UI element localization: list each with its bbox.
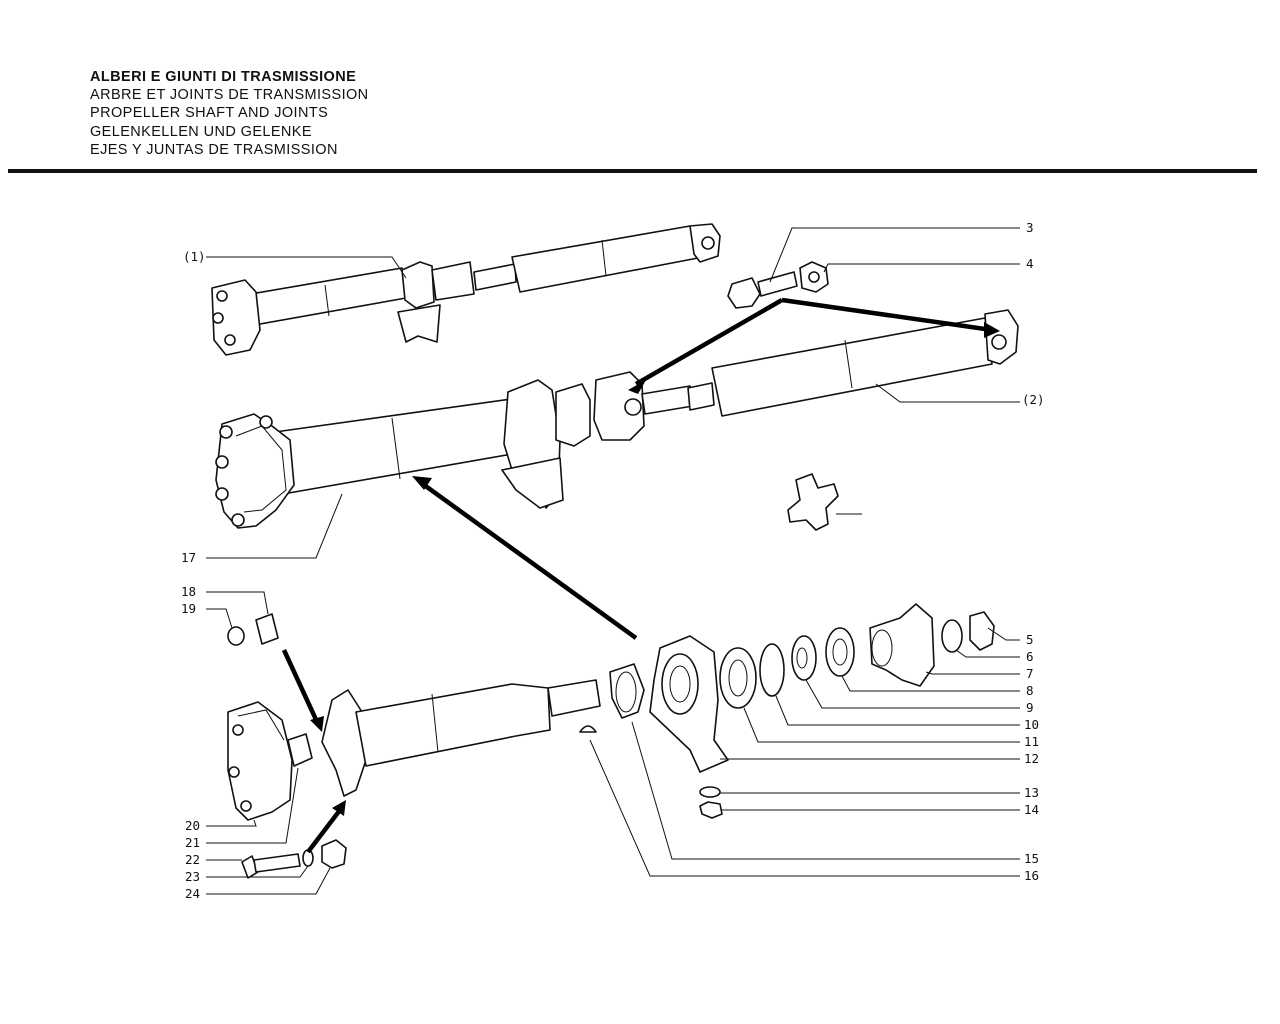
- callout-3: 3: [1026, 220, 1034, 235]
- callout-15: 15: [1024, 851, 1039, 866]
- propeller-shaft-lower: [321, 679, 601, 797]
- callout-19: 19: [181, 601, 196, 616]
- flange-7: [869, 603, 935, 687]
- centre-bearing-support-12: [649, 635, 729, 773]
- propeller-shaft-assembly-top: [211, 223, 721, 356]
- title-italian: ALBERI E GIUNTI DI TRASMISSIONE: [90, 69, 357, 85]
- callout-13: 13: [1024, 785, 1039, 800]
- bolt-22: [241, 853, 301, 879]
- title-english: PROPELLER SHAFT AND JOINTS: [90, 105, 329, 122]
- universal-joint-spider: [787, 473, 839, 531]
- propeller-shaft-2: [593, 309, 1019, 441]
- washer-13: [699, 786, 721, 798]
- callout-12: 12: [1024, 751, 1039, 766]
- callout-18: 18: [181, 584, 196, 599]
- callout-16: 16: [1024, 868, 1039, 883]
- bolt-3: [727, 271, 798, 309]
- title-spanish: EJES Y JUNTAS DE TRASMISSION: [90, 141, 338, 158]
- callout-14: 14: [1024, 802, 1039, 817]
- callout-9: 9: [1026, 700, 1034, 715]
- callout-22: 22: [185, 852, 200, 867]
- callout-21: 21: [185, 835, 200, 850]
- title-french: ARBRE ET JOINTS DE TRANSMISSION: [90, 87, 369, 104]
- seal-9: [791, 635, 817, 681]
- callout-11: 11: [1024, 734, 1039, 749]
- title-block: ALBERI E GIUNTI DI TRASMISSIONE ARBRE ET…: [90, 68, 369, 159]
- ball-bearing-11: [719, 647, 757, 709]
- washer-6: [941, 619, 963, 653]
- callout-8: 8: [1026, 683, 1034, 698]
- flexible-coupling-20: [227, 701, 293, 821]
- nut-24: [321, 839, 347, 869]
- title-german: GELENKELLEN UND GELENKE: [90, 123, 312, 140]
- callout-24: 24: [185, 886, 200, 901]
- callout-17: 17: [181, 550, 196, 565]
- callout-23: 23: [185, 869, 200, 884]
- callout-20: 20: [185, 818, 200, 833]
- callout-7: 7: [1026, 666, 1034, 681]
- callout-1: (1): [183, 249, 206, 264]
- bush-18: [255, 613, 279, 645]
- callout-6: 6: [1026, 649, 1034, 664]
- callout-2: (2): [1022, 392, 1045, 407]
- washer-23: [302, 849, 314, 867]
- header-rule: [8, 169, 1257, 173]
- dust-shield-15: [609, 663, 645, 719]
- callout-10: 10: [1024, 717, 1039, 732]
- nut-5: [969, 611, 995, 651]
- woodruff-key-16: [579, 725, 597, 733]
- sleeve-8: [825, 627, 855, 677]
- assembly-arrows: [281, 297, 1000, 854]
- callout-labels: (1) (2) 3 4 5 6 7 8 9 10 11 12 13 14 15 …: [181, 220, 1045, 901]
- callout-5: 5: [1026, 632, 1034, 647]
- leader-lines: [206, 227, 1020, 895]
- spacer-21: [287, 733, 313, 767]
- callout-4: 4: [1026, 256, 1034, 271]
- nut-4: [799, 261, 829, 293]
- circlip-10: [759, 643, 785, 697]
- washer-19: [227, 626, 245, 646]
- nut-14: [699, 801, 723, 819]
- propeller-shaft-17: [215, 379, 591, 529]
